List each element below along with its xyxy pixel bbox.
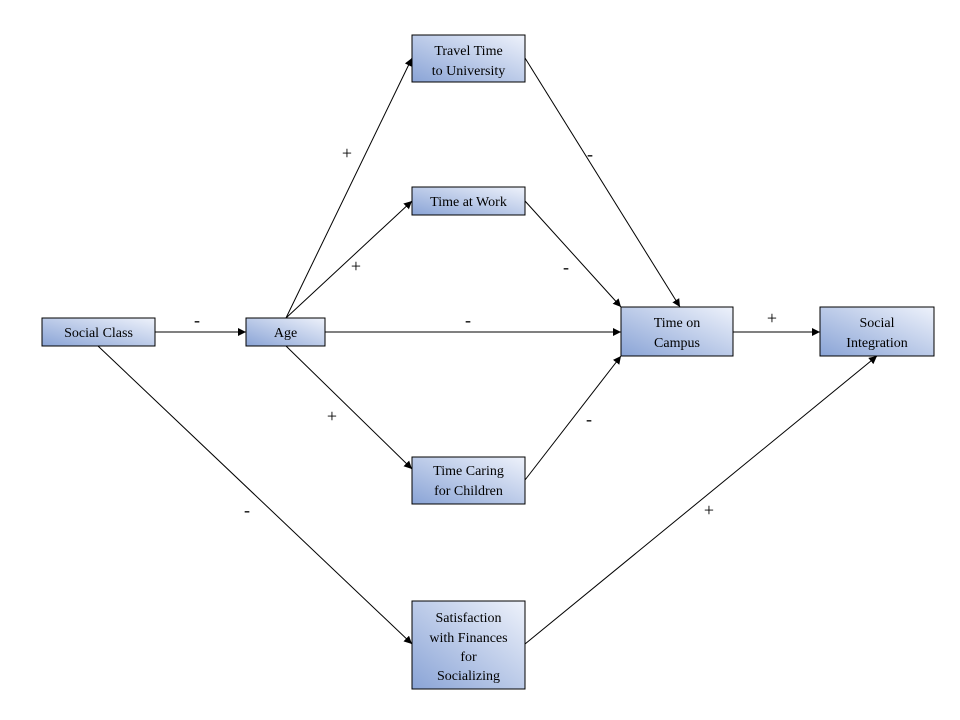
- edge-age-to-travel-time: [285, 57, 413, 319]
- sign-age-to-work: +: [351, 256, 361, 276]
- node-social-class-label: Social Class: [64, 326, 133, 341]
- sign-age-to-campus: -: [465, 310, 471, 330]
- node-satisfaction-line-4: Socializing: [437, 669, 500, 684]
- edge-work-to-campus: [524, 200, 622, 308]
- sign-social-class-to-satisfaction: -: [244, 500, 250, 520]
- sign-campus-to-integration: +: [767, 308, 777, 328]
- node-satisfaction-line-2: with Finances: [429, 631, 507, 646]
- node-age: Age: [245, 317, 326, 347]
- node-social-integration-line-1: Social: [860, 316, 895, 331]
- edge-caring-to-campus: [524, 355, 622, 481]
- node-time-on-campus-line-2: Campus: [654, 336, 700, 351]
- sign-work-to-campus: -: [563, 257, 569, 277]
- edge-age-to-time-at-work: [285, 200, 413, 319]
- node-social-integration: Social Integration: [819, 306, 935, 357]
- sign-age-to-caring: +: [327, 406, 337, 426]
- edge-social-class-to-satisfaction: [97, 345, 413, 645]
- edge-satisfaction-to-integration: [524, 355, 878, 645]
- node-time-on-campus: Time on Campus: [620, 306, 734, 357]
- sign-social-class-to-age: -: [194, 310, 200, 330]
- sign-age-to-travel: +: [342, 143, 352, 163]
- node-social-integration-line-2: Integration: [846, 336, 907, 351]
- node-age-label: Age: [274, 326, 297, 341]
- node-time-at-work: Time at Work: [411, 186, 526, 216]
- node-time-on-campus-line-1: Time on: [654, 316, 701, 331]
- sign-caring-to-campus: -: [586, 409, 592, 429]
- node-time-caring-line-2: for Children: [434, 484, 503, 499]
- sign-travel-to-campus: -: [587, 144, 593, 164]
- node-travel-time-line-2: to University: [432, 64, 506, 79]
- node-travel-time-line-1: Travel Time: [434, 44, 502, 59]
- sign-satisfaction-to-integration: +: [704, 500, 714, 520]
- node-travel-time: Travel Time to University: [411, 34, 526, 83]
- node-social-class: Social Class: [41, 317, 156, 347]
- node-satisfaction-line-3: for: [460, 650, 477, 665]
- node-satisfaction-line-1: Satisfaction: [435, 611, 501, 626]
- edge-travel-to-campus: [524, 57, 681, 308]
- node-satisfaction: Satisfaction with Finances for Socializi…: [411, 600, 526, 690]
- node-time-at-work-label: Time at Work: [430, 195, 507, 210]
- edge-age-to-time-caring: [285, 345, 413, 470]
- node-time-caring: Time Caring for Children: [411, 456, 526, 505]
- node-time-caring-line-1: Time Caring: [433, 464, 504, 479]
